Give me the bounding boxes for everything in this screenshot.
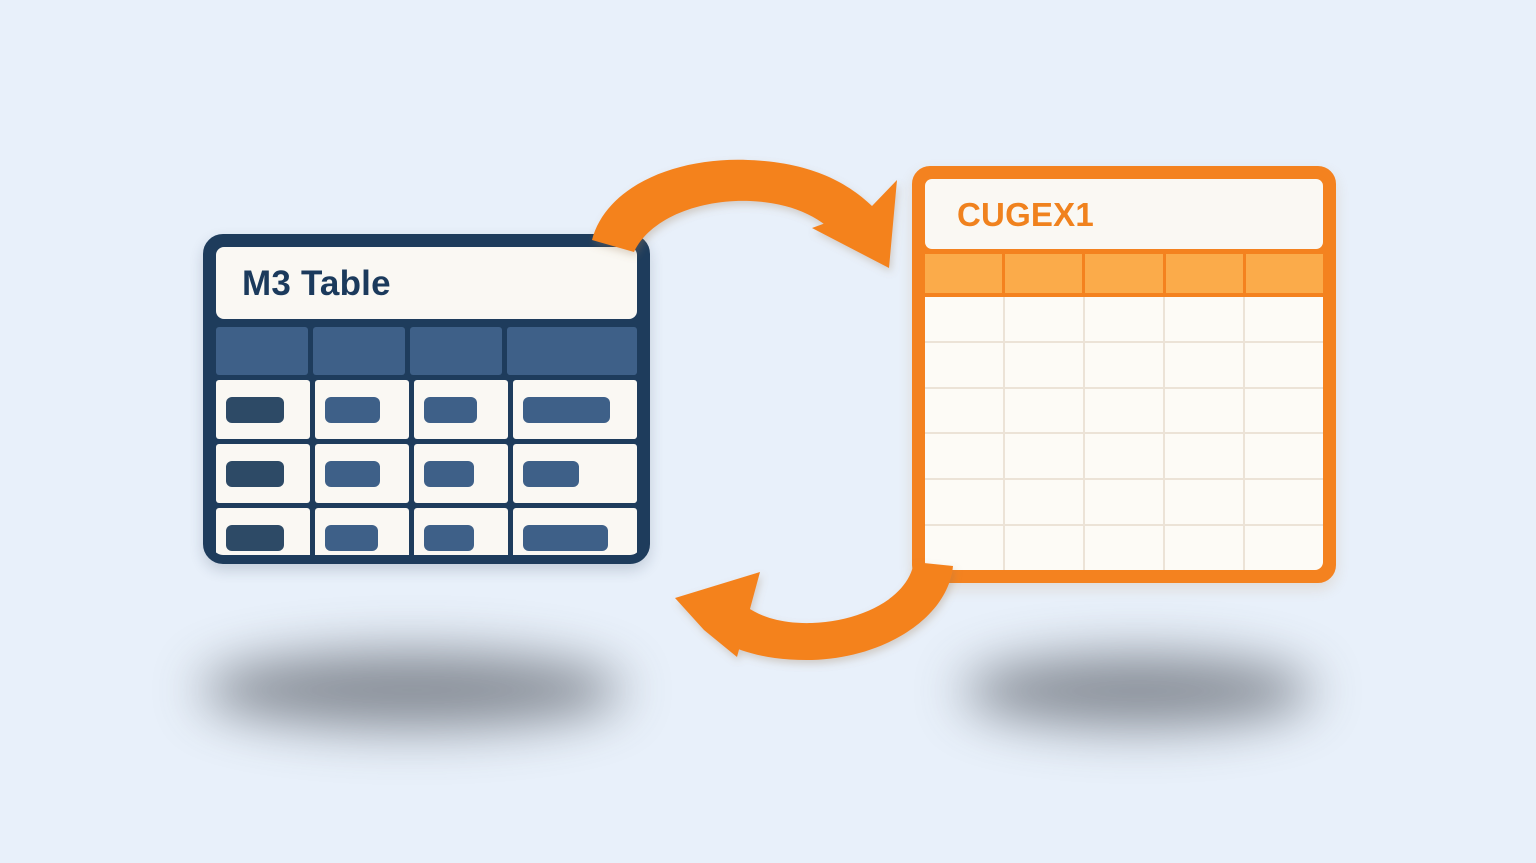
cugex1-table-header-row [925,254,1324,293]
cugex1-body-cell[interactable] [1165,342,1245,387]
m3-cell-value-bar [522,460,580,487]
m3-cell-value-bar [522,525,609,551]
cugex1-body-cell[interactable] [1245,434,1323,478]
m3-body-cell[interactable] [216,380,310,439]
cugex1-body-cell[interactable] [1165,526,1245,570]
cugex1-body-cell[interactable] [925,342,1005,387]
cugex1-header-cell [925,254,1003,293]
m3-cell-value-bar [423,525,475,551]
m3-body-cell[interactable] [413,380,508,439]
m3-body-cell[interactable] [512,444,637,503]
table-row[interactable] [925,342,1323,389]
cugex1-body-cell[interactable] [1005,388,1085,433]
cugex1-body-cell[interactable] [925,434,1005,479]
cugex1-body-cell[interactable] [925,480,1005,525]
cugex1-body-cell[interactable] [925,526,1005,570]
cugex1-body-cell[interactable] [1245,343,1323,387]
table-row[interactable] [216,444,637,503]
arrow-cugex1-to-m3-icon [675,562,953,661]
cugex1-body-cell[interactable] [1245,480,1323,524]
m3-header-cell [313,327,406,375]
cugex1-body-cell[interactable] [1245,526,1323,570]
m3-cell-value-bar [522,396,611,423]
cugex1-body-cell[interactable] [925,297,1005,341]
table-row[interactable] [925,297,1323,343]
m3-body-cell[interactable] [413,508,508,555]
m3-cell-value-bar [226,460,284,487]
table-row[interactable] [216,508,637,555]
cugex1-table-title: CUGEX1 [957,195,1094,233]
cugex1-header-cell [1245,254,1324,293]
table-row[interactable] [216,380,637,439]
cugex1-header-cell [1085,254,1163,293]
m3-cell-value-bar [226,396,284,423]
cugex1-table-card[interactable]: CUGEX1 [912,166,1336,583]
cugex1-body-cell[interactable] [1005,342,1085,387]
cugex1-header-cell [1005,254,1083,293]
m3-body-cell[interactable] [314,508,409,555]
table-row[interactable] [925,526,1323,570]
cugex1-body-cell[interactable] [1165,388,1245,433]
cugex1-table-body [925,297,1323,570]
table-row[interactable] [925,434,1323,481]
m3-header-cell [410,327,503,375]
right-card-ground-shadow [962,655,1314,727]
m3-body-cell[interactable] [216,508,310,555]
cugex1-body-cell[interactable] [1245,389,1323,433]
m3-table-grid [216,327,637,555]
m3-body-cell[interactable] [314,380,409,439]
m3-cell-value-bar [423,460,475,487]
m3-body-cell[interactable] [216,444,310,503]
cugex1-body-cell[interactable] [1165,480,1245,525]
cugex1-body-cell[interactable] [1085,480,1165,525]
cugex1-body-cell[interactable] [1005,297,1085,341]
left-card-ground-shadow [200,652,624,728]
cugex1-body-cell[interactable] [1085,297,1165,341]
cugex1-body-cell[interactable] [1165,297,1245,341]
cugex1-table-title-bar: CUGEX1 [925,179,1323,249]
m3-body-cell[interactable] [314,444,409,503]
m3-table-card[interactable]: M3 Table [203,234,650,564]
table-row[interactable] [925,388,1323,435]
m3-header-cell [507,327,637,375]
table-row[interactable] [925,480,1323,527]
cugex1-body-cell[interactable] [1085,342,1165,387]
cugex1-body-cell[interactable] [1165,434,1245,479]
cugex1-body-cell[interactable] [1245,297,1323,341]
cugex1-body-cell[interactable] [1085,434,1165,479]
m3-body-cell[interactable] [512,508,637,555]
cugex1-body-cell[interactable] [1005,526,1085,570]
m3-cell-value-bar [324,460,380,487]
cugex1-body-cell[interactable] [1085,526,1165,570]
m3-cell-value-bar [226,525,284,551]
m3-cell-value-bar [324,396,380,423]
m3-body-cell[interactable] [512,380,637,439]
cugex1-body-cell[interactable] [1005,434,1085,479]
cugex1-header-cell [1165,254,1243,293]
cugex1-body-cell[interactable] [1005,480,1085,525]
m3-table-title-bar: M3 Table [216,247,637,319]
m3-table-title: M3 Table [242,263,391,303]
m3-cell-value-bar [423,396,478,423]
cugex1-body-cell[interactable] [925,388,1005,433]
m3-table-header-row [216,327,637,375]
m3-cell-value-bar [324,525,379,551]
m3-header-cell [216,327,309,375]
cugex1-body-cell[interactable] [1085,388,1165,433]
m3-body-cell[interactable] [413,444,508,503]
